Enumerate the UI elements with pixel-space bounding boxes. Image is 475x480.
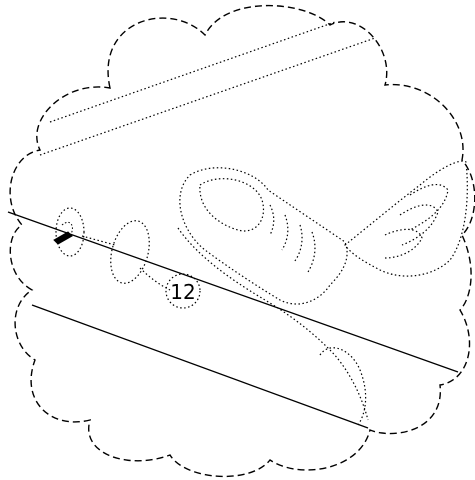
knuckle-crease-4 — [307, 231, 316, 273]
reference-numeral: 12 — [170, 280, 195, 304]
right-finger-3 — [384, 228, 423, 259]
hand-fingers — [177, 160, 468, 426]
right-finger-1 — [409, 183, 449, 231]
knuckle-crease-3 — [293, 224, 303, 263]
small-contact-oval — [55, 207, 85, 257]
surface-line-lower — [31, 304, 369, 429]
lower-finger — [177, 227, 369, 426]
upper-dotted-line-1 — [49, 21, 336, 123]
knuckle-crease-1 — [269, 204, 275, 236]
contact-element — [53, 231, 73, 245]
reference-numeral-circle — [165, 273, 201, 309]
fingernail — [199, 178, 264, 232]
contact-connector — [81, 235, 116, 246]
finger-outline — [179, 167, 348, 305]
surface-line-upper — [7, 211, 459, 373]
reference-leader-line — [139, 267, 171, 291]
knuckle-crease-2 — [281, 214, 289, 251]
scalloped-detail-border — [9, 4, 475, 478]
right-hand-outline — [344, 160, 468, 277]
pad-oval — [110, 220, 150, 284]
upper-dotted-line-2 — [39, 37, 376, 156]
